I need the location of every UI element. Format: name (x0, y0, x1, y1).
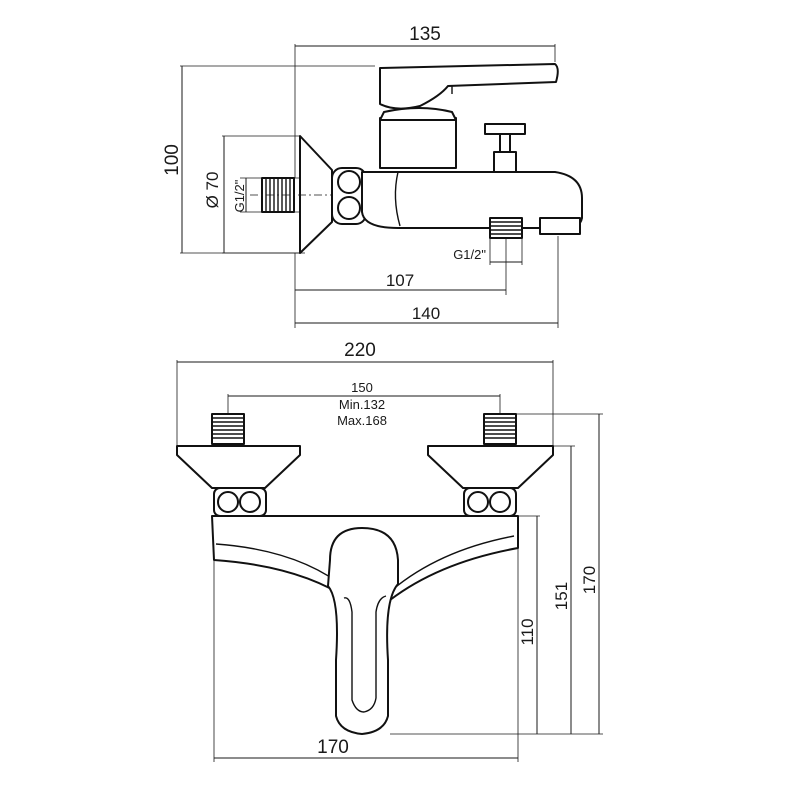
left-eccentric (213, 487, 267, 517)
dim-thread-outlet: G1/2" (453, 238, 523, 265)
front-lever-handle (327, 527, 399, 735)
dim-140-label: 140 (412, 304, 440, 323)
cartridge-housing (379, 117, 457, 169)
dim-140: 140 (295, 236, 559, 328)
left-inlet-nipple (211, 413, 245, 445)
outlet-nipple (489, 217, 523, 239)
right-escutcheon (427, 445, 554, 489)
lever-handle (379, 63, 559, 110)
spout (539, 217, 581, 235)
dim-max-label: Max.168 (337, 413, 387, 428)
dim-151: 151 (540, 445, 575, 735)
dim-135: 135 (294, 24, 556, 178)
front-view: 220 150 Min.132 Max.168 (176, 340, 603, 762)
dim-135-label: 135 (409, 24, 441, 45)
dim-110-label: 110 (518, 618, 537, 645)
dim-110: 110 (390, 515, 540, 735)
right-inlet-nipple (483, 413, 517, 445)
dim-diameter-70: Ø 70 (203, 135, 300, 254)
escutcheon-cone (299, 135, 333, 254)
dim-220-label: 220 (344, 340, 376, 361)
dim-170-vertical: 170 (516, 413, 603, 735)
dim-170-vertical-label: 170 (580, 566, 599, 594)
dim-107-label: 107 (386, 271, 414, 290)
left-escutcheon (176, 445, 301, 489)
dim-150-label: 150 (351, 380, 373, 395)
dim-thread-inlet-label: G1/2" (232, 179, 247, 212)
diverter-knob (484, 123, 526, 173)
dim-min-label: Min.132 (339, 397, 385, 412)
dim-151-label: 151 (552, 582, 571, 610)
side-view: 135 100 Ø 70 G1/2" (162, 24, 583, 328)
dim-100-label: 100 (162, 144, 183, 176)
dim-220: 220 (176, 340, 554, 450)
dim-diameter-label: Ø 70 (203, 172, 222, 209)
dim-150: 150 Min.132 Max.168 (227, 380, 501, 446)
eccentric-connector (331, 167, 367, 225)
dim-170-horizontal-label: 170 (317, 737, 349, 758)
dim-170-horizontal: 170 (213, 548, 519, 762)
dim-107: 107 (294, 238, 507, 328)
right-eccentric (463, 487, 517, 517)
dim-thread-outlet-label: G1/2" (453, 247, 486, 262)
